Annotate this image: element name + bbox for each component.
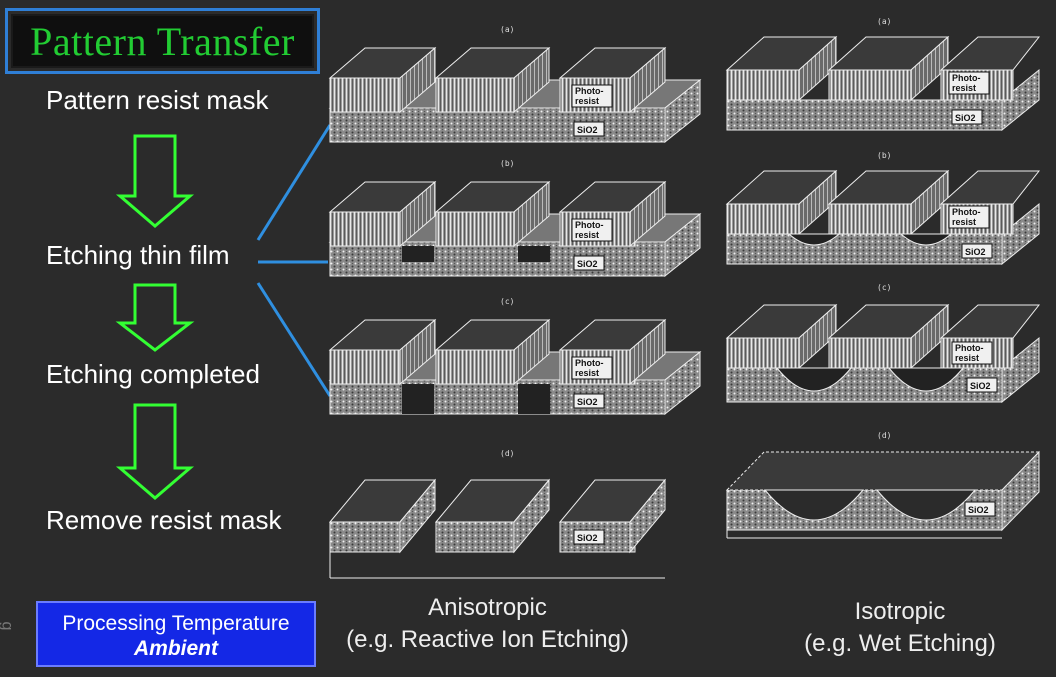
resist-label: resist bbox=[575, 368, 599, 378]
photo-label: Photo- bbox=[952, 73, 981, 83]
photo-label: Photo- bbox=[575, 358, 604, 368]
photo-label: Photo- bbox=[575, 220, 604, 230]
page-title: Pattern Transfer bbox=[30, 18, 295, 64]
isotropic-caption: Isotropic (e.g. Wet Etching) bbox=[755, 596, 1045, 660]
resist-label: resist bbox=[952, 217, 976, 227]
oxide-label: SiO2 bbox=[965, 247, 986, 257]
temperature-value: Ambient bbox=[134, 637, 218, 660]
oxide-label: SiO2 bbox=[970, 381, 991, 391]
arrow-down-icon-2 bbox=[115, 283, 195, 352]
panel-label-aniso-a: (a) bbox=[500, 25, 514, 34]
panel-label-iso-a: (a) bbox=[877, 17, 891, 26]
isotropic-example: (e.g. Wet Etching) bbox=[804, 630, 996, 657]
panel-label-aniso-b: (b) bbox=[500, 159, 514, 168]
panel-label-aniso-c: (c) bbox=[500, 297, 514, 306]
step-pattern-resist: Pattern resist mask bbox=[46, 85, 269, 115]
temperature-label: Processing Temperature bbox=[62, 612, 290, 635]
step-etching: Etching thin film bbox=[46, 240, 230, 270]
isotropic-panel-d: (d) SiO2 bbox=[725, 431, 1041, 539]
isotropic-panel-a: (a) Photo- resist SiO2 bbox=[725, 17, 1041, 132]
anisotropic-title: Anisotropic bbox=[428, 594, 547, 621]
isotropic-panel-b: (b) Photo- resist SiO2 bbox=[725, 151, 1041, 266]
panel-label-aniso-d: (d) bbox=[500, 449, 514, 458]
anisotropic-caption: Anisotropic (e.g. Reactive Ion Etching) bbox=[330, 592, 645, 656]
oxide-label: SiO2 bbox=[577, 125, 598, 135]
anisotropic-panel-a: (a) Photo- resist SiO2 bbox=[328, 25, 702, 144]
isotropic-title: Isotropic bbox=[854, 598, 946, 625]
photo-label: Photo- bbox=[955, 343, 984, 353]
isotropic-panel-c: (c) Photo- resist SiO2 bbox=[725, 283, 1041, 404]
oxide-label: SiO2 bbox=[577, 259, 598, 269]
side-letter: g bbox=[0, 621, 16, 631]
title-box: Pattern Transfer bbox=[5, 8, 320, 74]
connector-lines bbox=[256, 124, 332, 397]
arrow-down-icon-3 bbox=[115, 403, 195, 500]
resist-label: resist bbox=[575, 96, 599, 106]
oxide-label: SiO2 bbox=[968, 505, 989, 515]
anisotropic-panel-b: (b) Photo- resist SiO2 bbox=[328, 159, 702, 278]
arrow-down-icon-1 bbox=[115, 134, 195, 228]
anisotropic-panel-d: (d) SiO2 bbox=[328, 449, 667, 579]
anisotropic-example: (e.g. Reactive Ion Etching) bbox=[346, 626, 629, 653]
processing-temperature-box: Processing Temperature Ambient bbox=[36, 601, 316, 667]
step-remove-mask: Remove resist mask bbox=[46, 505, 282, 535]
resist-label: resist bbox=[575, 230, 599, 240]
resist-label: resist bbox=[955, 353, 979, 363]
oxide-label: SiO2 bbox=[577, 533, 598, 543]
photo-label: Photo- bbox=[952, 207, 981, 217]
oxide-label: SiO2 bbox=[577, 397, 598, 407]
title-inner: Pattern Transfer bbox=[11, 14, 314, 68]
oxide-label: SiO2 bbox=[955, 113, 976, 123]
anisotropic-panel-c: (c) Photo- resist SiO2 bbox=[328, 297, 702, 416]
step-completed: Etching completed bbox=[46, 359, 260, 389]
panel-label-iso-b: (b) bbox=[877, 151, 891, 160]
resist-label: resist bbox=[952, 83, 976, 93]
panel-label-iso-c: (c) bbox=[877, 283, 891, 292]
photo-label: Photo- bbox=[575, 86, 604, 96]
panel-label-iso-d: (d) bbox=[877, 431, 891, 440]
